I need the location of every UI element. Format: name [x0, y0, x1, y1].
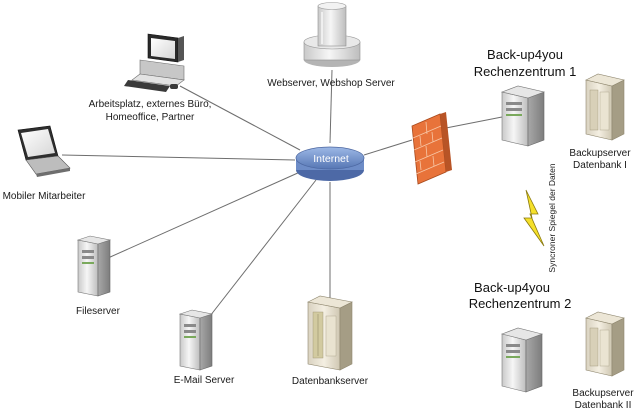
mobile-label: Mobiler Mitarbeiter: [3, 191, 86, 202]
backup2-label-line2: Datenbank II: [575, 400, 632, 411]
link-webserver: [329, 69, 333, 144]
workstation-icon: [124, 33, 185, 92]
link-fileserver: [107, 171, 301, 259]
link-datacenter1: [445, 116, 503, 129]
backup1-cabinet-icon: [585, 73, 625, 141]
sync-label: Syncroner Spiegel der Daten: [547, 163, 557, 272]
dbserver-label: Datenbankserver: [292, 376, 369, 387]
backup1-label-line2: Datenbank I: [573, 160, 627, 171]
backup2-label-line1: Backupserver: [572, 388, 634, 399]
datacenter1-server-icon: [500, 85, 546, 147]
webserver-label: Webserver, Webshop Server: [267, 78, 395, 89]
fileserver-label: Fileserver: [76, 306, 121, 317]
mailserver-icon: [178, 309, 214, 371]
connection-lines: [61, 69, 503, 326]
datacenter1-title-line1: Back-up4you: [487, 47, 563, 62]
datacenter2-title-line1: Back-up4you: [474, 280, 550, 295]
backup1-label-line1: Backupserver: [569, 148, 631, 159]
lightning-icon: [523, 189, 545, 247]
datacenter2-title-line2: Rechenzentrum 2: [469, 296, 572, 311]
dbserver-icon: [307, 295, 353, 371]
link-mobile: [61, 154, 296, 161]
workstation-label-line2: Homeoffice, Partner: [106, 112, 195, 123]
laptop-icon: [17, 125, 71, 177]
firewall-icon: [411, 112, 452, 185]
datacenter2-server-icon: [500, 327, 544, 393]
link-firewall: [363, 139, 413, 156]
workstation-label-line1: Arbeitsplatz, externes Büro,: [89, 99, 212, 110]
internet-hub-label: Internet: [313, 153, 349, 165]
link-workstation: [179, 85, 301, 151]
internet-hub-icon: [295, 146, 365, 181]
webserver-icon: [303, 2, 361, 67]
fileserver-icon: [76, 235, 112, 297]
mailserver-label: E-Mail Server: [174, 375, 235, 386]
link-mailserver: [202, 179, 317, 326]
datacenter1-title-line2: Rechenzentrum 1: [474, 64, 577, 79]
backup2-cabinet-icon: [585, 311, 625, 377]
